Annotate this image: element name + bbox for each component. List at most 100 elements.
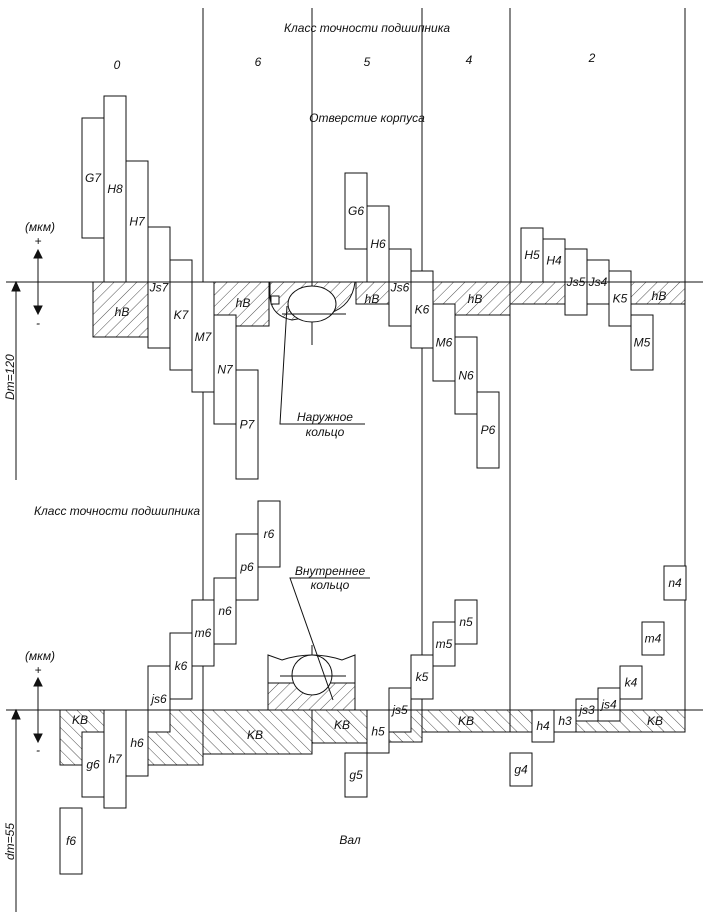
tolerance-field-label: M6 <box>436 336 453 350</box>
tolerance-field-label: n4 <box>668 576 682 590</box>
plus-sign-top: + <box>34 234 41 248</box>
tolerance-field-label: h3 <box>558 714 572 728</box>
tolerance-field-label: k5 <box>416 670 429 684</box>
tolerance-field-label: G6 <box>348 204 364 218</box>
tolerance-field-label: H6 <box>370 237 386 251</box>
tolerance-field-k4 <box>619 665 643 700</box>
tolerance-field-label: K6 <box>415 303 430 317</box>
dimension-arrow-icon <box>11 708 21 912</box>
tolerance-field-label: H8 <box>107 182 123 196</box>
tolerance-field-label: M5 <box>634 336 651 350</box>
inner-diameter-label: dm=55 <box>3 823 17 860</box>
bearing-hole-zone-label: hB <box>115 305 130 319</box>
tolerance-field-label: m5 <box>436 637 453 651</box>
tolerance-field-label: g5 <box>349 768 363 782</box>
bearing-hole-zone-label: hB <box>468 292 483 306</box>
units-label-bottom: (мкм) <box>25 649 55 663</box>
tolerance-field-n6 <box>213 577 237 645</box>
tolerance-field-label: Js6 <box>390 281 410 295</box>
dimension-arrow-icon <box>11 280 21 480</box>
outer-ring-label-2: кольцо <box>306 425 345 439</box>
tolerance-field-m5 <box>630 314 654 371</box>
units-label-top: (мкм) <box>25 220 55 234</box>
tolerance-field-label: P7 <box>240 418 256 432</box>
bearing-shaft-zone-label: KB <box>458 714 474 728</box>
class-label-5: 5 <box>364 55 371 69</box>
tolerance-field-label: h6 <box>130 736 144 750</box>
tolerance-field-label: N6 <box>458 369 474 383</box>
outer-ring-label-1: Наружное <box>297 410 353 424</box>
tolerance-field-label: k6 <box>175 659 188 673</box>
bearing-shaft-zone-label: KB <box>72 713 88 727</box>
minus-sign-top: - <box>36 316 40 330</box>
tolerance-field-label: M7 <box>195 330 213 344</box>
bearing-hole-zone-label: hB <box>365 292 380 306</box>
tolerance-field-r6 <box>257 500 281 568</box>
class-label-2: 2 <box>588 51 596 65</box>
tolerance-field-label: H7 <box>129 215 146 229</box>
bearing-shaft-zone-label: KB <box>647 714 663 728</box>
plus-sign-bottom: + <box>34 663 41 677</box>
tolerance-field-label: m4 <box>645 632 662 646</box>
tolerance-field-label: n6 <box>218 604 232 618</box>
tolerance-field-label: H5 <box>524 248 540 262</box>
tolerance-field-m4 <box>641 621 665 656</box>
bearing-hole-zone-label: hB <box>652 289 667 303</box>
tolerance-field-label: g4 <box>514 763 528 777</box>
bearing-shaft-zone-label: KB <box>334 718 350 732</box>
minus-sign-bottom: - <box>36 743 40 757</box>
tolerance-field-label: js4 <box>599 698 617 712</box>
tolerance-field-label: h5 <box>371 725 385 739</box>
tolerance-field-label: n5 <box>459 615 473 629</box>
tolerance-field-n6 <box>454 336 478 415</box>
tolerance-field-label: f6 <box>66 834 76 848</box>
bearing-hole-zone <box>92 281 149 338</box>
tolerance-field-label: p6 <box>239 560 254 574</box>
inner-ring-leader <box>289 577 370 701</box>
bearing-class-title-bottom: Класс точности подшипника <box>34 504 200 518</box>
housing-bore-label: Отверстие корпуса <box>309 111 425 125</box>
class-label-6: 6 <box>255 55 262 69</box>
tolerance-field-label: js6 <box>149 692 167 706</box>
outer-ring-sketch <box>269 281 356 323</box>
tolerance-field-label: Js7 <box>149 281 170 295</box>
tolerance-field-label: k4 <box>625 676 638 690</box>
tolerance-field-f6 <box>59 807 83 875</box>
tolerance-field-label: P6 <box>481 423 496 437</box>
bearing-hole-zone-label: hB <box>236 296 251 310</box>
tolerance-field-n5 <box>454 599 478 645</box>
outer-diameter-label: Dm=120 <box>3 354 17 400</box>
double-arrow-icon <box>33 248 43 316</box>
tolerance-field-k5 <box>410 654 434 700</box>
outer-ring-leader <box>279 305 365 425</box>
inner-ring-label-2: кольцо <box>311 578 350 592</box>
tolerance-field-label: H4 <box>546 254 562 268</box>
tolerance-field-n4 <box>663 565 687 601</box>
class-label-0: 0 <box>114 58 121 72</box>
tolerance-field-label: K7 <box>174 308 190 322</box>
tolerance-field-label: N7 <box>217 363 234 377</box>
inner-ring-sketch <box>267 654 356 711</box>
bearing-shaft-zone <box>311 709 368 744</box>
tolerance-field-p7 <box>235 369 259 480</box>
tolerance-field-label: h7 <box>108 752 123 766</box>
shaft-label: Вал <box>339 833 361 847</box>
tolerance-field-label: m6 <box>195 626 212 640</box>
tolerance-field-g5 <box>344 752 368 798</box>
tolerance-field-label: r6 <box>264 527 275 541</box>
tolerance-field-label: g6 <box>86 758 100 772</box>
double-arrow-icon <box>33 676 43 744</box>
tolerance-field-label: h4 <box>536 719 550 733</box>
tolerance-field-js4 <box>597 687 621 722</box>
tolerance-field-label: K5 <box>613 292 628 306</box>
tolerance-field-k5 <box>608 270 632 327</box>
class-label-4: 4 <box>466 53 473 67</box>
tolerance-field-g4 <box>509 752 533 787</box>
inner-ring-label-1: Внутреннее <box>295 564 366 578</box>
bearing-class-title-top: Класс точности подшипника <box>284 21 450 35</box>
tolerance-field-label: G7 <box>85 171 102 185</box>
bearing-shaft-zone-label: KB <box>247 728 263 742</box>
